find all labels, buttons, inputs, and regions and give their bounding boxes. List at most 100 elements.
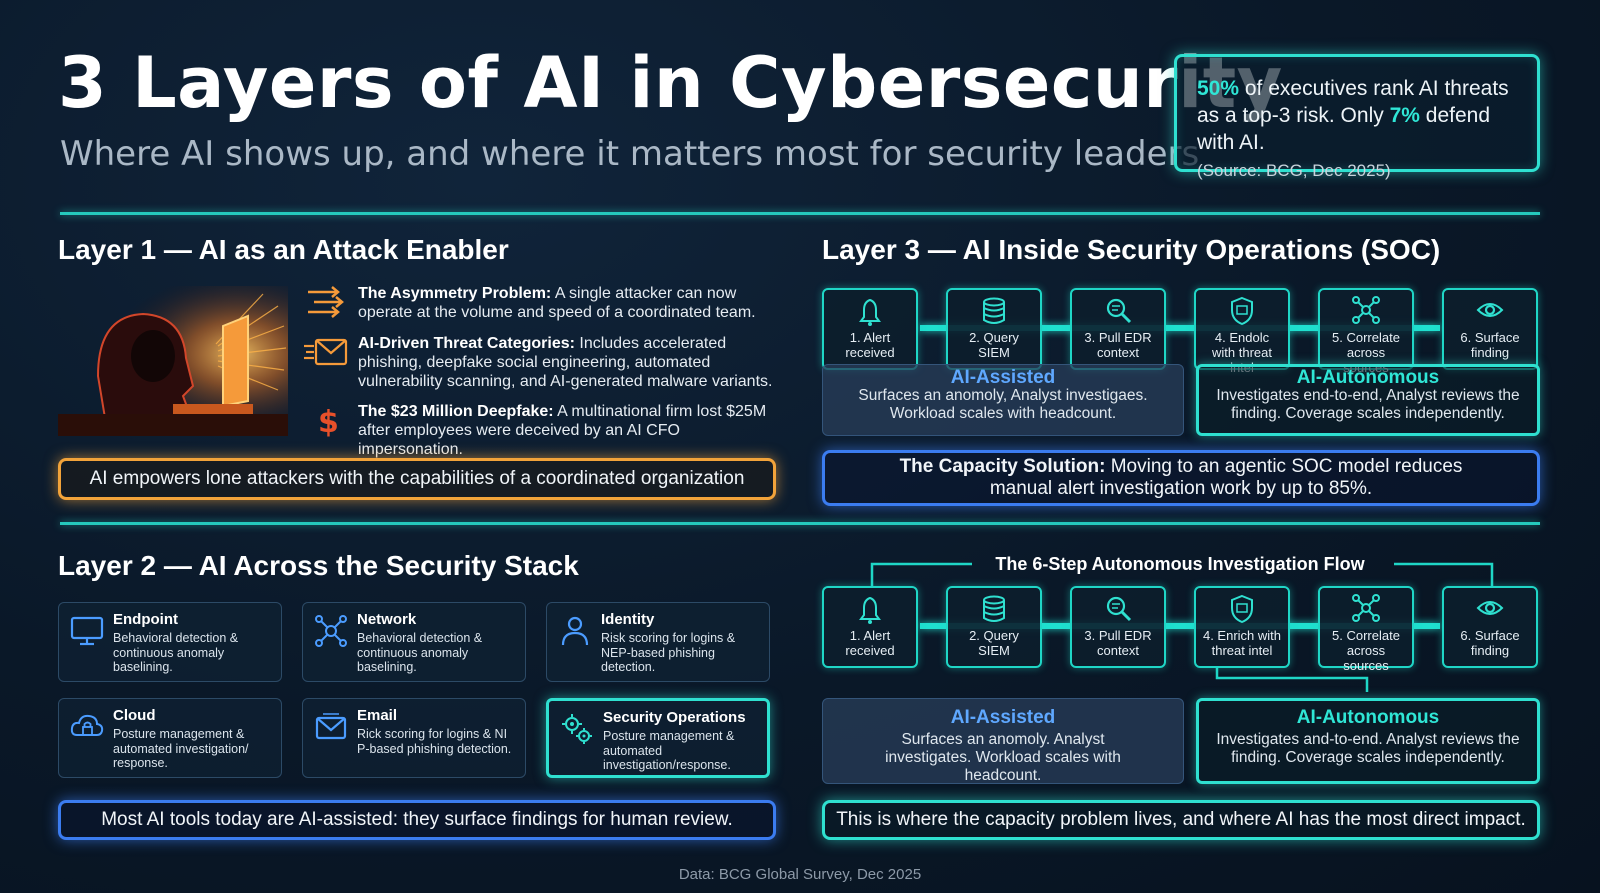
- layer3-title: Layer 3 — AI Inside Security Operations …: [822, 234, 1441, 265]
- capacity-solution-banner: The Capacity Solution: Moving to an agen…: [822, 450, 1540, 506]
- soc-autonomous-title: AI-Autonomous: [1296, 367, 1440, 388]
- layer1-title: Layer 1 — AI as an Attack Enabler: [58, 234, 509, 265]
- step-label: 1. Alert received: [845, 628, 895, 658]
- stack-card-desc: Risk scoring for logins & NEP-based phis…: [601, 631, 736, 674]
- stack-card-desc: Behavioral detection & continuous anomal…: [113, 631, 239, 674]
- shield-icon: [1231, 594, 1253, 624]
- step-card: 2. Query SIEM: [946, 586, 1042, 668]
- bell-icon: [859, 596, 881, 624]
- stack-card-title: Security Operations: [603, 709, 746, 726]
- step-label: 3. Pull EDR context: [1084, 330, 1152, 360]
- envelope-icon: [304, 338, 348, 366]
- stack-card-title: Identity: [601, 611, 655, 628]
- l1-item-bold: The $23 Million Deepfake:: [358, 403, 554, 420]
- step-label: 4. Enrich with threat intel: [1202, 628, 1282, 658]
- divider-top: [60, 212, 1540, 215]
- l1-item-text: A single attacker can now operate at the…: [358, 285, 756, 321]
- stat-pct-defend: 7%: [1389, 104, 1420, 127]
- flow-autonomous-box: AI-Autonomous Investigates and-to-end. A…: [1196, 698, 1540, 784]
- stat-pct-executives: 50%: [1197, 77, 1240, 100]
- gears-icon: [562, 714, 592, 744]
- page-subtitle: Where AI shows up, and where it matters …: [60, 134, 1200, 174]
- stat-callout: 50% of executives rank AI threats as a t…: [1174, 54, 1540, 180]
- step-card: 4. Enrich with threat intel: [1194, 586, 1290, 668]
- flow-banner: This is where the capacity problem lives…: [822, 800, 1540, 840]
- step-label: 2. Query SIEM: [969, 330, 1019, 360]
- layer1-banner: AI empowers lone attackers with the capa…: [58, 458, 776, 500]
- hooded-attacker-illustration: [58, 286, 288, 437]
- step-card: 3. Pull EDR context: [1070, 586, 1166, 668]
- eye-icon: [1476, 303, 1504, 317]
- flow-autonomous-text: Investigates and-to-end. Analyst reviews…: [1216, 731, 1520, 766]
- page-title: 3 Layers of AI in Cybersecurity: [58, 42, 1283, 124]
- magnifier-icon: [1106, 596, 1132, 622]
- soc-autonomous-text: Investigates end-to-end, Analyst reviews…: [1216, 387, 1520, 422]
- flow-autonomous-title: AI-Autonomous: [1296, 707, 1440, 728]
- stat-text-1: of executives rank AI threats as a top-3…: [1197, 77, 1509, 127]
- cloud-lock-icon: [70, 714, 104, 736]
- stack-card-desc: Posture management & automated investiga…: [113, 727, 249, 770]
- shield-icon: [1231, 296, 1253, 326]
- stack-card-desc: Posture management & automated investiga…: [603, 729, 735, 772]
- layer2-title: Layer 2 — AI Across the Security Stack: [58, 550, 579, 581]
- soc-autonomous-box: AI-Autonomous Investigates end-to-end, A…: [1196, 364, 1540, 436]
- nodes-icon: [1352, 594, 1380, 622]
- divider-middle: [60, 522, 1540, 525]
- step-card: 3. Pull EDR context: [1070, 288, 1166, 370]
- stack-card-title: Email: [357, 707, 398, 724]
- bell-icon: [859, 298, 881, 326]
- nodes-icon: [1352, 296, 1380, 324]
- l1-item-bold: AI-Driven Threat Categories:: [358, 335, 575, 352]
- step-label: 1. Alert received: [845, 330, 895, 360]
- svg-text:$: $: [318, 405, 339, 438]
- step-card: 2. Query SIEM: [946, 288, 1042, 370]
- step-card: 4. Endolc with threat intel: [1194, 288, 1290, 375]
- eye-icon: [1476, 601, 1504, 615]
- flow-connector-line: [920, 623, 1440, 629]
- soc-assisted-box: AI-Assisted Surfaces an anomoly, Analyst…: [822, 364, 1184, 436]
- stat-source: (Source: BCG, Dec 2025): [1197, 161, 1391, 180]
- step-label: 5. Correlate across sources: [1332, 628, 1400, 673]
- footer-source: Data: BCG Global Survey, Dec 2025: [678, 866, 922, 883]
- user-icon: [561, 616, 589, 646]
- step-label: 6. Surface finding: [1460, 628, 1520, 658]
- network-icon: [315, 615, 347, 647]
- step-card: 1. Alert received: [822, 586, 918, 668]
- stat-text-2: defend with AI.: [1197, 104, 1491, 154]
- step-card: 5. Correlate across sources: [1318, 586, 1414, 673]
- l1-item-text: A multinational firm lost $25M after emp…: [358, 403, 767, 458]
- database-icon: [983, 595, 1005, 622]
- step-card: 5. Correlate across sources: [1318, 288, 1414, 375]
- magnifier-icon: [1106, 298, 1132, 324]
- arrows-icon: [308, 286, 344, 318]
- flow-assisted-box: AI-Assisted Surfaces an anomoly. Analyst…: [822, 698, 1184, 784]
- step-label: 6. Surface finding: [1460, 330, 1520, 360]
- stack-card-title: Network: [357, 611, 417, 628]
- step-card: 6. Surface finding: [1442, 586, 1538, 668]
- l1-item-text: Includes accelerated phishing, deepfake …: [358, 335, 773, 390]
- database-icon: [983, 297, 1005, 324]
- flow-bracket: [870, 562, 1494, 692]
- dollar-icon: $: [318, 405, 339, 438]
- l1-item-bold: The Asymmetry Problem:: [358, 285, 552, 302]
- flow-assisted-title: AI-Assisted: [950, 707, 1056, 728]
- flow-title: The 6-Step Autonomous Investigation Flow: [995, 554, 1365, 574]
- flow-assisted-text: Surfaces an anomoly. Analyst investigate…: [885, 731, 1121, 784]
- step-card: 1. Alert received: [822, 288, 918, 370]
- stack-card-title: Endpoint: [113, 611, 178, 628]
- layer2-banner: Most AI tools today are AI-assisted: the…: [58, 800, 776, 840]
- step-label: 3. Pull EDR context: [1084, 628, 1152, 658]
- stack-card-desc: Behavioral detection & continuous anomal…: [357, 631, 483, 674]
- mail-icon: [315, 713, 347, 740]
- soc-connector-line: [920, 325, 1440, 331]
- step-card: 6. Surface finding: [1442, 288, 1538, 370]
- capacity-bold: The Capacity Solution:: [899, 456, 1106, 477]
- stack-card-desc: Rick scoring for logins & NI P-based phi…: [357, 727, 512, 756]
- monitor-icon: [70, 616, 104, 646]
